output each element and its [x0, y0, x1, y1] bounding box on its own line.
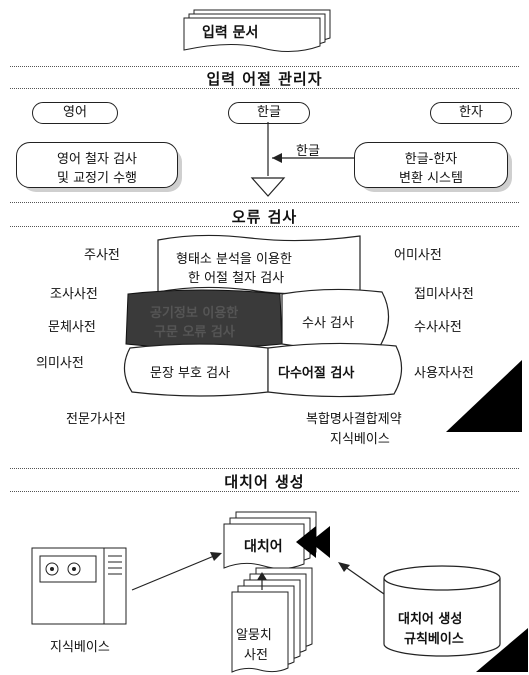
dict-semantic: 의미사전 [36, 356, 84, 371]
punctuation-check-label: 문장 부호 검사 [150, 366, 231, 381]
numeral-check-label: 수사 검사 [302, 316, 354, 331]
substitute-label: 대치어 [244, 539, 283, 555]
rulebase-line1: 대치어 생성 [398, 612, 463, 627]
arrowhead-kb [210, 552, 222, 561]
error-check-shapes [123, 234, 522, 432]
rulebase-line2: 규칙베이스 [404, 632, 464, 647]
hidden-check-line1: 공기정보 이용한 [150, 306, 239, 321]
section2-title: 오류 검사 [231, 208, 298, 226]
hidden-check-line2: 구문 오류 검사 [154, 325, 235, 340]
knowledge-base-label: 지식베이스 [50, 640, 110, 655]
hanja-system-line1: 한글-한자 [404, 152, 458, 167]
section3-top-rule [10, 468, 519, 469]
morph-check-line2: 한 어절 철자 검사 [188, 271, 285, 286]
dict-user: 사용자사전 [414, 366, 474, 381]
arrowhead-left [272, 153, 282, 163]
section1-top-rule [10, 66, 519, 67]
section3-title: 대치어 생성 [224, 473, 305, 491]
multiword-check-box [267, 342, 403, 398]
section3-corner-triangle [476, 628, 528, 672]
section1-title: 입력 어절 관리자 [206, 70, 323, 88]
corpus-line2: 사전 [244, 644, 268, 663]
section3-divider [10, 491, 519, 492]
corpus-line1: 알뭉치 [236, 624, 272, 643]
dict-particle: 조사사전 [50, 287, 98, 302]
morph-check-line1: 형태소 분석을 이용한 [176, 252, 292, 267]
multiword-check-label: 다수어절 검사 [278, 366, 355, 381]
section2-top-rule [10, 202, 519, 203]
rulebase-cylinder-icon [383, 565, 501, 657]
hangul-hanja-conversion-system: 한글-한자 변환 시스템 [354, 142, 508, 188]
substitute-document-icon [223, 511, 330, 570]
english-spell-checker: 영어 철자 검사 및 교정기 수행 [16, 142, 178, 188]
rulebase-to-substitute-arrow [343, 565, 385, 595]
section2-divider [10, 226, 519, 227]
knowledge-base-machine-icon [31, 547, 127, 625]
spell-checker-line2: 및 교정기 수행 [56, 171, 138, 186]
arrowhead-corpus [257, 572, 267, 580]
kb-to-substitute-arrow [131, 555, 215, 591]
document-stack-icon [183, 9, 331, 52]
dict-expert: 전문가사전 [66, 412, 126, 427]
compound-kb-line1: 복합명사결합제약 [306, 412, 402, 427]
punctuation-check-box [123, 343, 269, 397]
dict-style: 문체사전 [48, 320, 96, 335]
language-hanja: 한자 [430, 102, 512, 124]
funnel-triangle [250, 177, 286, 197]
section2-corner-triangle [446, 360, 522, 432]
input-document: 입력 문서 [180, 8, 340, 54]
hangul-arrow-label: 한글 [296, 144, 320, 159]
dict-ending: 어미사전 [394, 248, 442, 263]
spell-checker-line1: 영어 철자 검사 [56, 152, 138, 167]
hanja-system-line2: 변환 시스템 [399, 171, 463, 186]
dict-suffix: 접미사사전 [414, 287, 474, 302]
dict-main: 주사전 [84, 248, 120, 263]
language-hangul: 한글 [228, 102, 310, 124]
language-english: 영어 [32, 102, 118, 124]
section1-divider [10, 88, 519, 89]
section1-arrows [250, 122, 354, 197]
compound-kb-line2: 지식베이스 [330, 432, 390, 447]
dict-numeral: 수사사전 [414, 320, 462, 335]
input-document-label: 입력 문서 [202, 25, 259, 41]
arrowhead-rulebase [338, 562, 350, 572]
